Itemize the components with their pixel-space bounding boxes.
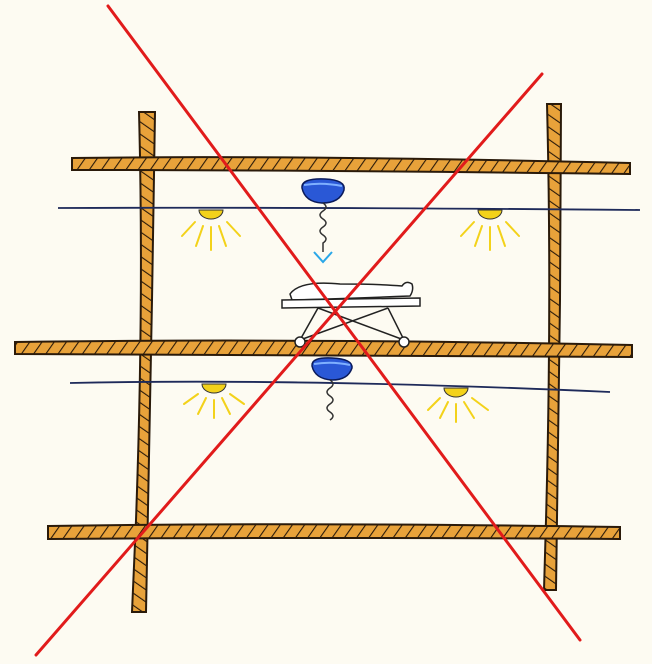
ceiling-lamp-lower-right xyxy=(428,388,488,422)
red-x-cross-out xyxy=(36,6,580,655)
ceiling-lamp-upper-right xyxy=(461,210,519,250)
beam-middle xyxy=(15,341,632,357)
wave-upper xyxy=(320,203,326,252)
ceiling-lamp-lower-left xyxy=(184,384,244,418)
blue-emitter-lower xyxy=(312,358,352,380)
beam-top xyxy=(72,157,630,174)
blue-emitter-upper xyxy=(302,179,344,203)
wave-arrow-icon xyxy=(314,252,332,262)
wave-lower xyxy=(327,380,333,420)
ceiling-lamp-upper-left xyxy=(182,210,240,250)
beam-bottom xyxy=(48,524,620,539)
